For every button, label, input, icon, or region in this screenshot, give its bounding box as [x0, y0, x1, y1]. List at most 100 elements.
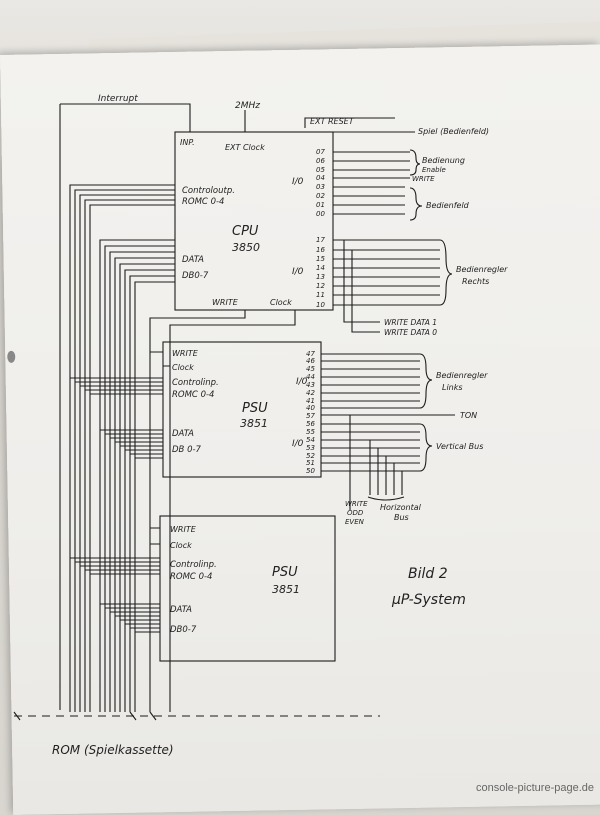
psu2-model: 3851: [272, 583, 300, 596]
cpu-port: 16: [316, 246, 325, 254]
psu1-model: 3851: [240, 417, 268, 430]
rom-label: ROM (Spielkassette): [52, 743, 174, 757]
psu1-port: 45: [306, 365, 315, 373]
write-data1-label: WRITE DATA 1: [384, 318, 437, 327]
cpu-port: 17: [316, 236, 325, 244]
psu2-pin-romc: ROMC 0-4: [170, 572, 212, 582]
cpu-model: 3850: [232, 241, 260, 254]
psu1-port: 57: [306, 412, 315, 420]
psu1-port: 56: [306, 420, 315, 428]
psu1-port: 52: [306, 452, 315, 460]
even-label: EVEN: [345, 518, 365, 526]
ext-reset-line: [304, 117, 395, 128]
vertical-bus-label: Vertical Bus: [436, 442, 483, 451]
psu1-title: PSU: [242, 401, 268, 416]
regler-links-label: Bedienregler: [436, 371, 488, 380]
psu1-port: 51: [306, 459, 315, 467]
psu2-box: [159, 515, 336, 662]
horizontal-bus-brace: [367, 496, 405, 501]
cpu-port: 10: [316, 301, 325, 309]
psu1-port-lines-lower: [321, 414, 455, 472]
cpu-port: 00: [316, 210, 325, 218]
psu2-romc-taps: [70, 557, 160, 575]
cpu-port: 07: [316, 148, 325, 156]
psu1-ports-lower: 57 56 55 54 53 52 51 50: [306, 412, 315, 475]
psu1-port: 55: [306, 428, 315, 436]
regler-links-brace: [419, 353, 433, 409]
cpu-io-label-lower: I/0: [292, 267, 304, 277]
psu1-port-lines-upper: [321, 353, 420, 409]
psu1-pin-data: DATA: [172, 429, 194, 439]
bedienfeld-label: Bedienfeld: [426, 201, 470, 210]
regler-rechts-label: Bedienregler: [456, 265, 508, 274]
rom-arrows: [13, 711, 157, 721]
ton-label: TON: [460, 411, 477, 420]
interrupt-label: Interrupt: [98, 94, 138, 104]
cpu-pin-control: Controloutp.: [182, 186, 235, 196]
psu1-io-label-lower: I/0: [292, 439, 304, 449]
psu2-title: PSU: [272, 565, 298, 580]
psu1-port: 53: [306, 444, 315, 452]
cpu-ports-upper: 07 06 05 04 03 02 01 00: [316, 148, 325, 218]
psu2-pin-control: Controlinp.: [170, 560, 217, 570]
bedienung-brace: [409, 149, 421, 176]
clock-2mhz-label: 2MHz: [235, 101, 260, 111]
psu1-pin-db: DB 0-7: [172, 445, 202, 455]
interrupt-line: [60, 103, 191, 132]
links-label: Links: [442, 383, 463, 392]
bedienung-label: Bedienung: [422, 156, 465, 165]
cpu-write-label: WRITE: [412, 175, 435, 183]
psu2-data-taps: [100, 603, 160, 633]
cpu-title: CPU: [232, 224, 259, 239]
figure-caption-title: µP-System: [391, 592, 466, 608]
psu1-io-label-upper: I/0: [296, 377, 308, 387]
psu1-port: 54: [306, 436, 315, 444]
psu1-pin-clock: Clock: [172, 363, 194, 372]
psu1-ctrl-taps: [150, 351, 170, 367]
cpu-port: 14: [316, 264, 325, 272]
psu1-ports-upper: 47 46 45 44 43 42 41 40: [306, 350, 315, 412]
cpu-ports-lower: 17 16 15 14 13 12 11 10: [316, 236, 325, 309]
psu1-port: 50: [306, 467, 315, 475]
psu1-port: 46: [306, 357, 315, 365]
wiring: [13, 103, 455, 721]
cpu-port: 01: [316, 201, 325, 209]
rechts-label: Rechts: [462, 277, 489, 286]
spiel-label: Spiel (Bedienfeld): [418, 127, 489, 136]
ext-reset-label: EXT RESET: [310, 117, 355, 126]
psu1-pin-control: Controlinp.: [172, 378, 219, 388]
cpu-box: [174, 131, 334, 311]
psu1-port: 40: [306, 404, 315, 412]
cpu-port: 03: [316, 183, 325, 191]
figure-caption-number: Bild 2: [408, 566, 448, 582]
psu1-port: 43: [306, 381, 315, 389]
psu1-port: 41: [306, 397, 315, 405]
romc-bus-lines: [69, 184, 175, 712]
cpu-port-lines-lower: [333, 239, 440, 306]
write-data-lines: [343, 240, 380, 333]
regler-rechts-brace: [439, 239, 453, 306]
psu1-port: 44: [306, 373, 315, 381]
cpu-pin-write: WRITE: [212, 298, 239, 307]
cpu-port: 11: [316, 291, 325, 299]
cpu-port-lines-upper: [333, 151, 410, 215]
cpu-port: 15: [316, 255, 325, 263]
psu1-romc-taps: [70, 377, 163, 395]
horizontal-bus-label-2: Bus: [394, 513, 409, 522]
write-odd-write-label: WRITE: [345, 500, 368, 508]
horizontal-bus-label-1: Horizontal: [380, 503, 422, 512]
odd-label: ODD: [347, 509, 364, 517]
psu2-ctrl-taps: [150, 527, 160, 545]
cpu-pin-ext-clock: EXT Clock: [225, 143, 265, 152]
cpu-port: 04: [316, 174, 325, 182]
psu1-port: 42: [306, 389, 315, 397]
psu1-pin-romc: ROMC 0-4: [172, 390, 214, 400]
psu2-pin-clock: Clock: [170, 541, 192, 550]
psu1-box: [162, 341, 322, 478]
watermark: console-picture-page.de: [475, 782, 594, 794]
cpu-pin-db: DB0-7: [182, 271, 209, 281]
psu2-pin-data: DATA: [170, 605, 192, 615]
clock-line: [169, 310, 296, 712]
cpu-port: 06: [316, 157, 325, 165]
